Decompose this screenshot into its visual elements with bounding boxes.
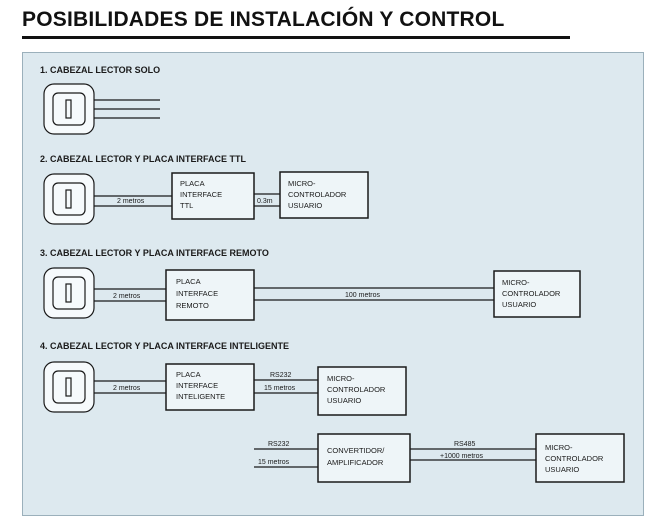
section-4-wire-a-label: 2 metros bbox=[113, 385, 141, 392]
section-2-wire-a-label: 2 metros bbox=[117, 198, 145, 205]
section-4-wire-b-top-label: RS232 bbox=[270, 372, 292, 379]
section-4-box4-line3: USUARIO bbox=[545, 465, 579, 474]
section-4-box2-line3: USUARIO bbox=[327, 396, 361, 405]
section-1-reader-icon bbox=[43, 83, 95, 135]
page-title: POSIBILIDADES DE INSTALACIÓN Y CONTROL bbox=[22, 8, 505, 31]
section-4-final-controller-box bbox=[535, 433, 625, 483]
section-2-interface-box bbox=[171, 172, 255, 220]
section-3-box1-line3: REMOTO bbox=[176, 301, 209, 310]
section-4-reader-icon bbox=[43, 361, 95, 413]
section-2-box1-line3: TTL bbox=[180, 201, 193, 210]
section-3-wire-b-label: 100 metros bbox=[345, 292, 381, 299]
section-4-controller-box bbox=[317, 366, 407, 416]
section-4-box4-line2: CONTROLADOR bbox=[545, 454, 604, 463]
section-2-heading: 2. CABEZAL LECTOR Y PLACA INTERFACE TTL bbox=[40, 154, 247, 164]
section-4-out-bottom-label: +1000 metros bbox=[440, 453, 483, 460]
section-4-converter-box bbox=[317, 433, 411, 483]
section-4-box3-line1: CONVERTIDOR/ bbox=[327, 446, 385, 455]
section-1-heading: 1. CABEZAL LECTOR SOLO bbox=[40, 65, 160, 75]
section-2-box1-line1: PLACA bbox=[180, 179, 205, 188]
section-4-box1-line3: INTELIGENTE bbox=[176, 392, 225, 401]
section-3-heading: 3. CABEZAL LECTOR Y PLACA INTERFACE REMO… bbox=[40, 248, 269, 258]
section-4-box1-line2: INTERFACE bbox=[176, 381, 218, 390]
title-underline bbox=[22, 36, 570, 39]
section-3-box2-line3: USUARIO bbox=[502, 300, 536, 309]
section-2-reader-icon bbox=[43, 173, 95, 225]
section-3-interface-box bbox=[165, 269, 255, 321]
section-4-in-top-label: RS232 bbox=[268, 441, 290, 448]
section-4-box4-line1: MICRO- bbox=[545, 443, 573, 452]
section-3-wire-a-label: 2 metros bbox=[113, 293, 141, 300]
section-1-wires bbox=[94, 99, 160, 119]
section-4-in-bottom-label: 15 metros bbox=[258, 459, 290, 466]
section-3-reader-icon bbox=[43, 267, 95, 319]
section-4-box2-line2: CONTROLADOR bbox=[327, 385, 386, 394]
section-4-box1-line1: PLACA bbox=[176, 370, 201, 379]
section-2-box2-line1: MICRO- bbox=[288, 179, 316, 188]
section-2-box2-line3: USUARIO bbox=[288, 201, 322, 210]
section-3-box1-line1: PLACA bbox=[176, 277, 201, 286]
section-4-heading: 4. CABEZAL LECTOR Y PLACA INTERFACE INTE… bbox=[40, 341, 289, 351]
section-4-wire-b-bottom-label: 15 metros bbox=[264, 385, 296, 392]
section-4-interface-box bbox=[165, 363, 255, 411]
section-3-box2-line2: CONTROLADOR bbox=[502, 289, 561, 298]
section-4-out-top-label: RS485 bbox=[454, 441, 476, 448]
section-3-controller-box bbox=[493, 270, 581, 318]
section-2-box2-line2: CONTROLADOR bbox=[288, 190, 347, 199]
section-3-box1-line2: INTERFACE bbox=[176, 289, 218, 298]
section-4-box2-line1: MICRO- bbox=[327, 374, 355, 383]
section-4-box3-line2: AMPLIFICADOR bbox=[327, 458, 384, 467]
section-2-wire-b-label: 0.3m bbox=[257, 198, 273, 205]
section-3-box2-line1: MICRO- bbox=[502, 278, 530, 287]
section-2-box1-line2: INTERFACE bbox=[180, 190, 222, 199]
section-2-controller-box bbox=[279, 171, 369, 219]
